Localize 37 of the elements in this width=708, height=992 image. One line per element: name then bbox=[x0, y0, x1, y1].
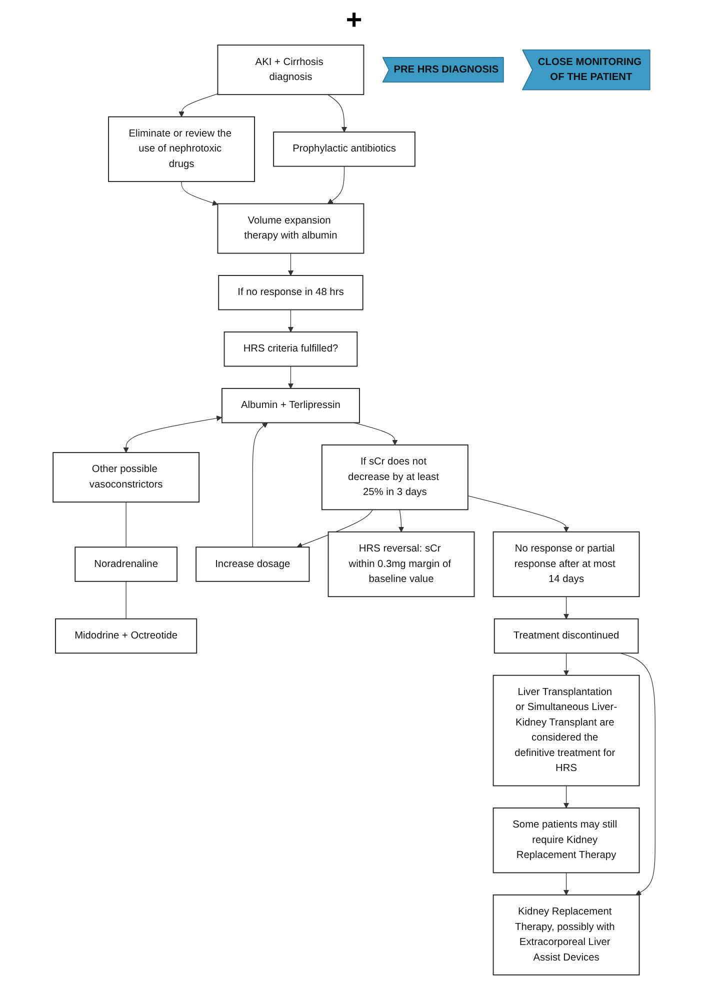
arrow bbox=[288, 366, 294, 389]
node-box: Eliminate or review the use of nephrotoxic drugs bbox=[108, 116, 255, 182]
node-box: Midodrine + Octreotide bbox=[54, 618, 197, 654]
arrow bbox=[563, 652, 569, 676]
node-box: HRS criteria fulfilled? bbox=[224, 331, 358, 367]
arrow bbox=[178, 93, 218, 118]
arrow bbox=[620, 652, 656, 896]
arrow bbox=[123, 416, 222, 453]
node-box: Kidney Replacement Therapy, possibly with Extracorporeal Liver Assist Devices bbox=[492, 894, 640, 976]
node-box: Other possible vasoconstrictors bbox=[52, 452, 200, 503]
arrow bbox=[181, 181, 218, 206]
node-box: Some patients may still require Kidney Replacement Therapy bbox=[492, 808, 640, 874]
node-box: Albumin + Terlipressin bbox=[221, 388, 360, 424]
arrow bbox=[398, 509, 404, 532]
arrow bbox=[563, 596, 569, 620]
node-box: If no response in 48 hrs bbox=[218, 275, 364, 310]
arrow bbox=[288, 252, 294, 276]
node-box: If sCr does not decrease by at least 25% in 3 days bbox=[321, 444, 468, 510]
arrow bbox=[327, 94, 347, 132]
arrow bbox=[467, 496, 569, 532]
node-box: HRS reversal: sCr within 0.3mg margin of baseline value bbox=[328, 531, 475, 598]
node-box: Liver Transplantation or Simultaneous Liver-Kidney Transplant are considered the definitive treatment for HRS bbox=[492, 674, 640, 786]
node-box: No response or partial response after at most 14 days bbox=[492, 531, 640, 598]
arrow bbox=[288, 309, 294, 332]
node-box: Increase dosage bbox=[195, 546, 310, 582]
node-box: Prophylactic antibiotics bbox=[272, 132, 416, 167]
arrow bbox=[563, 872, 569, 896]
arrow bbox=[354, 422, 398, 446]
plus-sign: + bbox=[346, 4, 362, 35]
node-box: Volume expansion therapy with albumin bbox=[217, 203, 364, 254]
arrow bbox=[563, 785, 569, 808]
arrow bbox=[252, 422, 268, 548]
node-box: Noradrenaline bbox=[74, 546, 178, 582]
node-box: Treatment discontinued bbox=[494, 618, 639, 654]
arrow bbox=[327, 166, 344, 204]
arrow bbox=[296, 509, 373, 548]
node-box: AKI + Cirrhosis diagnosis bbox=[217, 44, 364, 96]
